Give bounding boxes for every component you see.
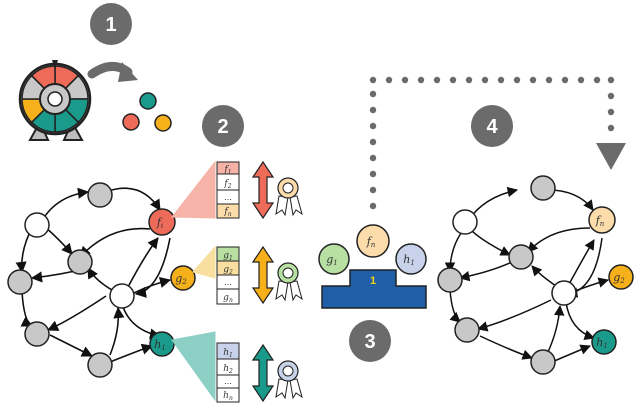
- svg-text:fn: fn: [366, 235, 376, 249]
- candidate-table-g: g1 g2 ... gn: [216, 246, 240, 305]
- podium-first-node: fn: [356, 224, 390, 258]
- svg-text:g2: g2: [175, 272, 187, 286]
- rank-arrow-g-icon: [251, 245, 275, 305]
- svg-text:g1: g1: [223, 251, 233, 262]
- graph-node: [87, 352, 113, 378]
- projection-g: [192, 245, 216, 279]
- graph-node: [530, 349, 556, 375]
- step-badge-2: 2: [202, 105, 244, 147]
- graph-node: [508, 244, 534, 270]
- graph-node: [452, 209, 478, 235]
- node-f-selected: fi: [148, 208, 176, 236]
- svg-text:h1: h1: [403, 253, 415, 267]
- dotted-path: [369, 76, 615, 210]
- svg-text:g1: g1: [326, 253, 338, 267]
- svg-text:f1: f1: [223, 165, 231, 176]
- result-node-g: g2: [608, 264, 634, 290]
- graph-node: [67, 249, 93, 275]
- award-ribbon-blue-icon: [275, 360, 303, 400]
- result-node-h: h1: [591, 329, 617, 355]
- graph-node: [109, 283, 135, 309]
- graph-node: [24, 321, 50, 347]
- graph-node: [87, 182, 113, 208]
- node-g-selected: g2: [170, 265, 196, 291]
- graph-node: [7, 269, 33, 295]
- candidate-table-h: h1 h2 ... hn: [216, 342, 240, 403]
- sampled-balls: [122, 92, 172, 132]
- svg-text:h1: h1: [154, 338, 166, 352]
- step-badge-3: 3: [349, 320, 391, 362]
- svg-text:fn: fn: [223, 207, 231, 218]
- result-node-f: fn: [588, 206, 616, 234]
- award-ribbon-gold-icon: [275, 177, 303, 217]
- sampling-wheel-icon: [18, 60, 92, 141]
- svg-text:fn: fn: [595, 214, 605, 228]
- step-badge-4: 4: [471, 105, 513, 147]
- node-h-selected: h1: [149, 331, 175, 357]
- svg-text:3: 3: [364, 331, 375, 353]
- svg-text:...: ...: [224, 278, 232, 287]
- podium: 1: [321, 269, 427, 309]
- svg-text:1: 1: [370, 275, 376, 287]
- svg-text:fi: fi: [156, 216, 163, 230]
- svg-text:h1: h1: [596, 336, 608, 350]
- podium-second-node: g1: [318, 243, 350, 275]
- graph-node: [530, 175, 556, 201]
- svg-text:...: ...: [224, 377, 232, 386]
- svg-text:4: 4: [486, 116, 498, 138]
- arrowhead-down-icon: [596, 143, 626, 170]
- svg-text:1: 1: [105, 14, 116, 36]
- svg-text:g2: g2: [223, 265, 233, 276]
- rank-arrow-h-icon: [251, 343, 275, 403]
- graph-node: [454, 317, 480, 343]
- projection-h: [171, 331, 216, 402]
- svg-text:hn: hn: [223, 391, 233, 402]
- svg-text:h2: h2: [223, 364, 233, 375]
- graph-node: [24, 212, 50, 238]
- svg-text:h1: h1: [223, 348, 233, 359]
- svg-text:f2: f2: [223, 179, 231, 190]
- curved-arrow-icon: [87, 62, 138, 82]
- projection-f: [170, 160, 216, 219]
- podium-third-node: h1: [395, 243, 427, 275]
- step-badge-1: 1: [90, 3, 132, 45]
- award-ribbon-green-icon: [275, 262, 303, 302]
- svg-text:gn: gn: [223, 293, 233, 304]
- graph-node: [437, 267, 463, 293]
- rank-arrow-f-icon: [251, 160, 275, 220]
- candidate-table-f: f1 f2 ... fn: [216, 161, 240, 219]
- svg-text:...: ...: [224, 193, 232, 202]
- svg-text:2: 2: [217, 116, 228, 138]
- graph-node: [551, 280, 577, 306]
- svg-text:g2: g2: [613, 271, 625, 285]
